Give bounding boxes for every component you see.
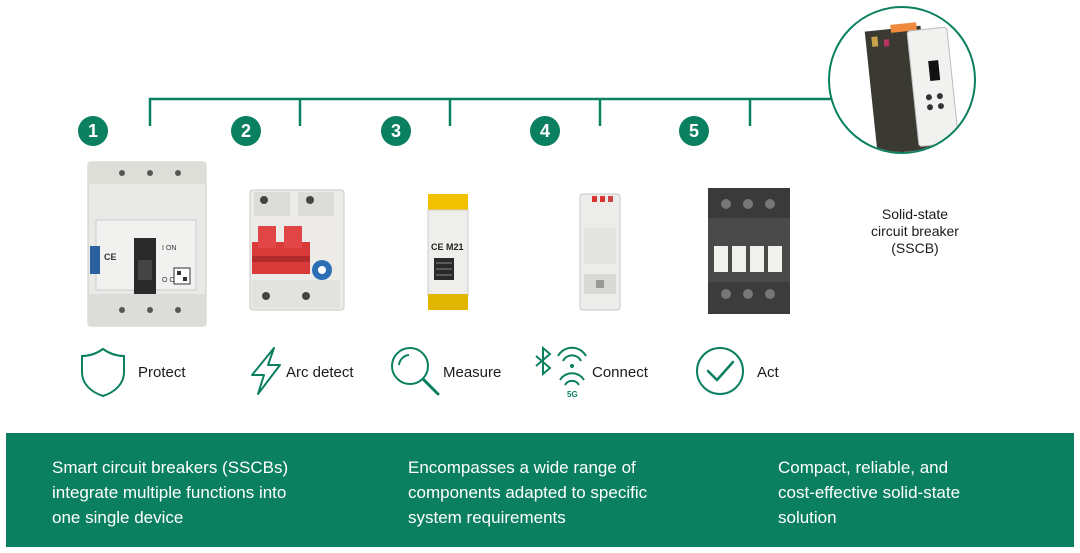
summary-line: cost-effective solid-state [778,483,961,502]
device-contactor [708,188,790,314]
label-connect: Connect [592,364,648,381]
summary-column-1: Smart circuit breakers (SSCBs) integrate… [52,455,288,530]
on-mark: I ON [162,245,176,252]
device-protect-breaker: I ON O OFF CE [87,161,207,327]
label-act: Act [757,364,779,381]
connect-5g-badge: 5G [567,390,578,399]
ce-mark: CE [104,252,117,262]
summary-line: Smart circuit breakers (SSCBs) [52,458,289,477]
shield-icon [81,347,125,398]
summary-line: one single device [52,508,184,527]
summary-band: Smart circuit breakers (SSCBs) integrate… [6,433,1074,547]
device-connect-module [579,193,621,311]
summary-line: Compact, reliable, and [778,458,949,477]
sscb-caption: Solid-state circuit breaker (SSCB) [840,206,990,257]
off-mark: O OFF [162,277,183,284]
step-number-2: 2 [231,116,261,146]
step-number-3: 3 [381,116,411,146]
sscb-device-image [864,22,960,152]
summary-line: integrate multiple functions into [52,483,287,502]
step-number-5: 5 [679,116,709,146]
sscb-caption-line: circuit breaker [871,223,959,239]
device-meter: CE M21 [427,194,469,310]
step-number-1: 1 [78,116,108,146]
sscb-caption-line: Solid-state [881,206,949,222]
summary-line: Encompasses a wide range of [408,458,636,477]
sscb-photo-circle [828,6,976,154]
checkmark-icon [696,347,744,395]
meter-mark: CE M21 [431,242,464,252]
sscb-caption-line: (SSCB) [891,240,939,256]
summary-line: components adapted to specific [408,483,648,502]
magnifier-icon [391,347,440,396]
summary-line: solution [778,508,837,527]
step-number-4: 4 [530,116,560,146]
summary-column-3: Compact, reliable, and cost-effective so… [778,455,960,530]
lightning-icon [251,347,281,395]
label-protect: Protect [138,364,186,381]
device-arc-detect [249,189,345,311]
wireless-icon: 5G [535,345,587,399]
summary-line: system requirements [408,508,566,527]
label-measure: Measure [443,364,502,381]
label-arc-detect: Arc detect [286,364,354,381]
summary-column-2: Encompasses a wide range of components a… [408,455,647,530]
connector-line [148,97,840,126]
